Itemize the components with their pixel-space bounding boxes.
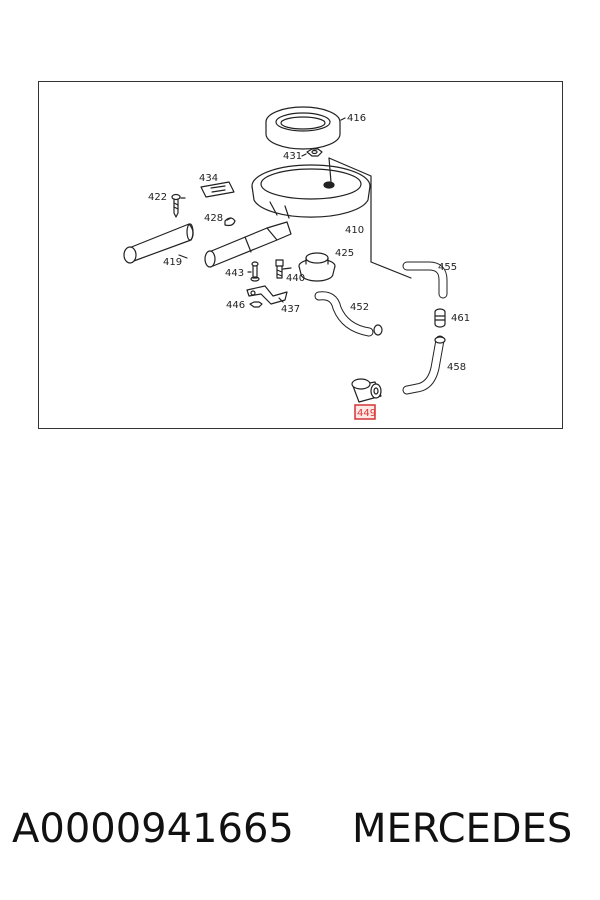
part-443-bolt[interactable]: [250, 261, 260, 282]
label-458: 458: [447, 362, 466, 373]
label-437: 437: [281, 304, 300, 315]
part-440-bolt[interactable]: [275, 259, 284, 279]
part-caption: A0000941665 MERCEDES: [0, 800, 600, 860]
part-455-hose[interactable]: [402, 261, 448, 299]
label-419: 419: [163, 257, 182, 268]
part-458-hose[interactable]: [402, 335, 446, 395]
label-455: 455: [438, 262, 457, 273]
label-428: 428: [204, 213, 223, 224]
label-443: 443: [225, 268, 244, 279]
label-446: 446: [226, 300, 245, 311]
part-416-filter-ring[interactable]: [265, 106, 341, 150]
label-440: 440: [286, 273, 305, 284]
parts-diagram-frame: 416 431 434 422 428 410 419 425 443 440 …: [38, 81, 563, 429]
label-422: 422: [148, 192, 167, 203]
label-410: 410: [345, 225, 364, 236]
brand-name: MERCEDES: [352, 806, 573, 852]
label-449-highlight[interactable]: 449: [354, 404, 376, 420]
label-452: 452: [350, 302, 369, 313]
label-449: 449: [357, 408, 376, 419]
part-410-air-filter-housing[interactable]: [251, 157, 412, 279]
part-number: A0000941665: [12, 806, 294, 852]
label-425: 425: [335, 248, 354, 259]
label-416: 416: [347, 113, 366, 124]
part-452-hose[interactable]: [314, 291, 383, 337]
part-434-label-plate[interactable]: [200, 181, 235, 198]
part-437-bracket[interactable]: [246, 285, 288, 305]
part-431-nut[interactable]: [306, 148, 323, 157]
label-461: 461: [451, 313, 470, 324]
part-446-nut[interactable]: [249, 301, 263, 308]
part-425-grommet[interactable]: [298, 252, 336, 282]
part-422-screw[interactable]: [171, 193, 181, 218]
part-461-grommet[interactable]: [434, 308, 446, 328]
label-431: 431: [283, 151, 302, 162]
label-434: 434: [199, 173, 218, 184]
parts-diagram: 416 431 434 422 428 410 419 425 443 440 …: [123, 106, 470, 420]
part-419-intake-funnel[interactable]: [123, 223, 194, 264]
part-449-valve[interactable]: [351, 378, 382, 403]
intake-snorkel[interactable]: [204, 221, 292, 268]
